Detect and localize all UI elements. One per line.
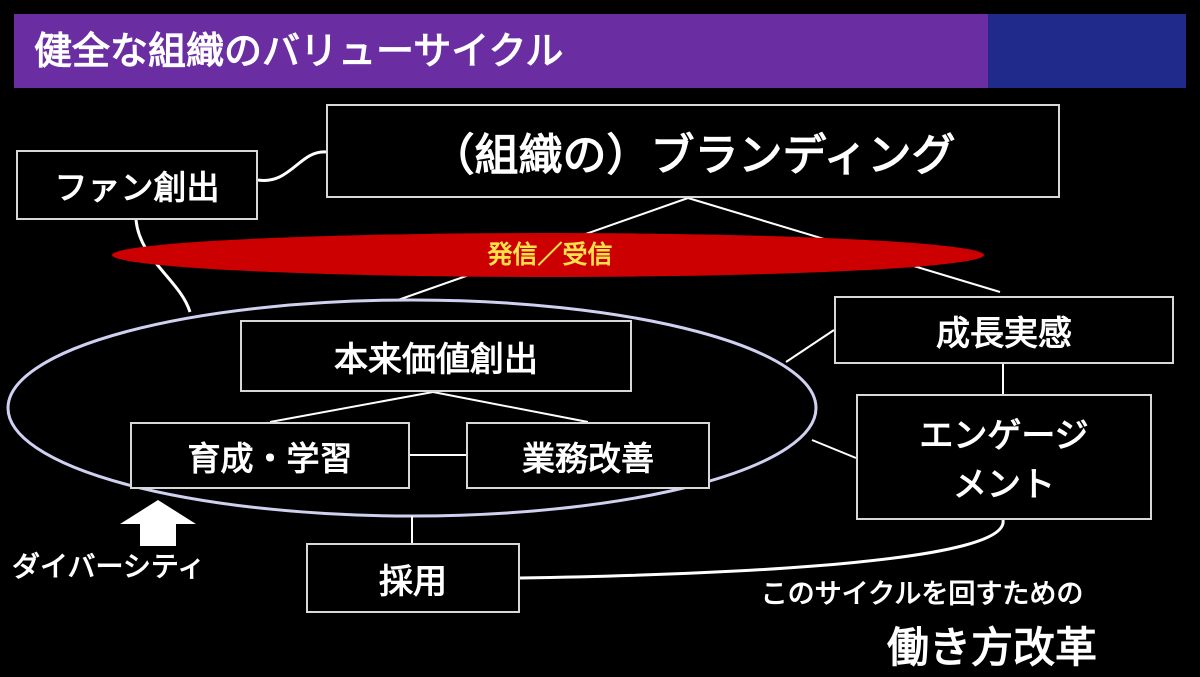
connector-cycle-engagement (811, 439, 857, 459)
hiring-label: 採用 (379, 561, 447, 602)
connector-fan-branding (257, 150, 327, 182)
note-line1: このサイクルを回すための (760, 579, 1084, 610)
hiring-box: 採用 (306, 543, 520, 613)
engagement-box: エンゲージ メント (856, 394, 1152, 520)
growth-box: 成長実感 (834, 296, 1174, 364)
engagement-label-line2: メント (952, 465, 1055, 505)
title-accent-block (988, 14, 1186, 88)
value-creation-box: 本来価値創出 (240, 320, 632, 392)
connector-value-training (269, 391, 434, 423)
page-title: 健全な組織のバリューサイクル (34, 29, 564, 73)
branding-box: （組織の）ブランディング (326, 104, 1060, 198)
value-creation-label: 本来価値創出 (334, 339, 538, 380)
engagement-label-line1: エンゲージ (919, 416, 1089, 456)
branding-label: （組織の）ブランディング (430, 130, 956, 181)
training-box: 育成・学習 (130, 422, 410, 489)
title-bar: 健全な組織のバリューサイクル (14, 14, 1186, 88)
connector-fan-cycle (134, 219, 192, 313)
diversity-label: ダイバーシティ (12, 550, 206, 583)
ribbon-label: 発信／受信 (487, 240, 613, 269)
connector-value-improvement (432, 391, 589, 423)
fan-creation-label: ファン創出 (54, 168, 220, 207)
signal-ribbon (112, 233, 984, 277)
improvement-label: 業務改善 (522, 438, 654, 478)
engagement-label: エンゲージ メント (919, 408, 1088, 506)
fan-creation-box: ファン創出 (16, 150, 258, 220)
training-label: 育成・学習 (187, 438, 353, 478)
note-line2: 働き方改革 (886, 623, 1097, 672)
connector-cycle-growth (785, 329, 835, 363)
connector-hiring-engagement (519, 519, 1005, 580)
improvement-box: 業務改善 (466, 422, 710, 489)
growth-label: 成長実感 (936, 313, 1072, 354)
up-arrow-icon (120, 500, 196, 546)
